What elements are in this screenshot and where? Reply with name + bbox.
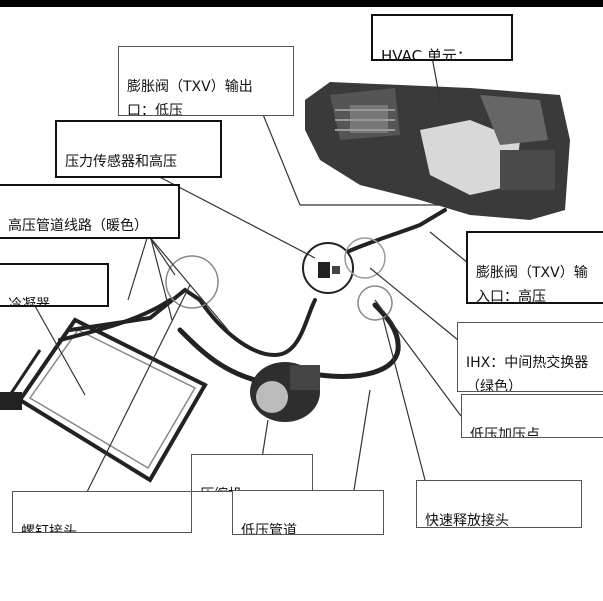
label-condenser-text: 冷凝器 <box>8 297 50 307</box>
label-pressure-sensor: 压力传感器和高压 加压点 <box>55 120 222 178</box>
label-bolt-joint: 螺钉接头 <box>12 491 192 533</box>
label-low-pressure-line-text: 低压管道 <box>241 523 297 535</box>
label-compressor: 压缩机 <box>191 454 313 492</box>
label-txv-inlet: 膨胀阀（TXV）输 入口：高压 <box>466 231 603 304</box>
top-border-bar <box>0 0 603 7</box>
label-bolt-joint-text: 螺钉接头 <box>21 524 77 533</box>
label-high-pressure-line-text: 高压管道线路（暖色） <box>8 218 148 234</box>
label-condenser: 冷凝器 <box>0 263 109 307</box>
label-ihx-text: IHX：中间热交换器 （绿色） <box>466 355 589 392</box>
label-ihx: IHX：中间热交换器 （绿色） <box>457 322 603 392</box>
label-low-pressure-line: 低压管道 <box>232 490 384 535</box>
label-txv-outlet-text: 膨胀阀（TXV）输出 口：低压 <box>127 79 253 116</box>
pressure-sensor-callout-circle <box>302 242 354 294</box>
condenser-connection-circle <box>165 255 219 309</box>
compressor-drawing <box>250 362 320 422</box>
label-low-pressure-charge: 低压加压点 <box>461 394 603 438</box>
label-low-pressure-charge-text: 低压加压点 <box>470 427 540 438</box>
low-pressure-charge-circle <box>357 285 393 321</box>
txv-connection-circle <box>344 237 386 279</box>
label-hvac-unit-text: HVAC 单元： <box>381 47 472 61</box>
label-txv-outlet: 膨胀阀（TXV）输出 口：低压 <box>118 46 294 116</box>
label-high-pressure-line: 高压管道线路（暖色） <box>0 184 180 239</box>
label-txv-inlet-text: 膨胀阀（TXV）输 入口：高压 <box>476 265 588 304</box>
label-hvac-unit: HVAC 单元： <box>371 14 513 61</box>
label-compressor-text: 压缩机 <box>200 483 304 491</box>
label-quick-release-text: 快速释放接头 <box>425 513 509 528</box>
hvac-unit-drawing <box>305 82 570 220</box>
label-quick-release: 快速释放接头 <box>416 480 582 528</box>
condenser-drawing <box>0 317 208 483</box>
label-pressure-sensor-text: 压力传感器和高压 加压点 <box>65 154 177 170</box>
